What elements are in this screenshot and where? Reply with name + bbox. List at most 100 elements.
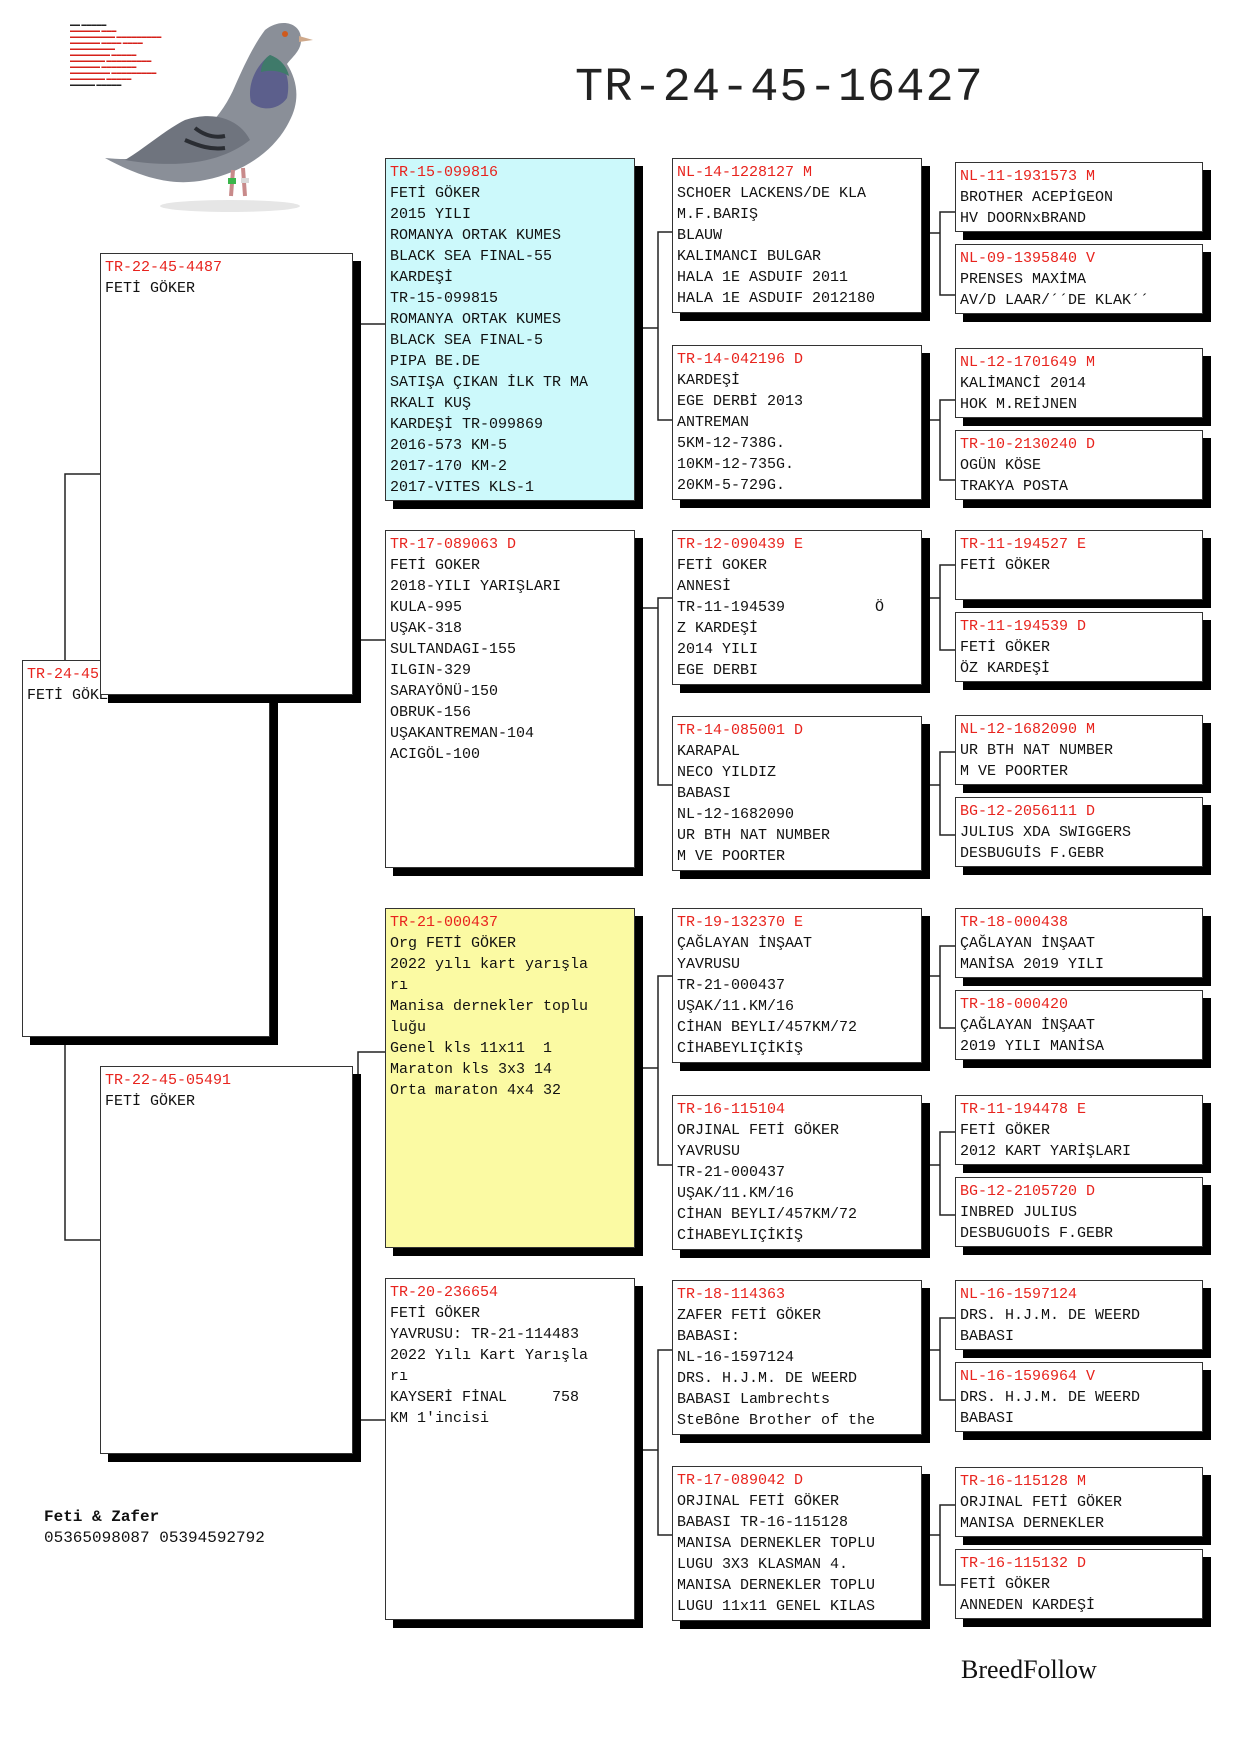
card-line: ORJINAL FETİ GÖKER — [960, 1494, 1123, 1511]
card-sire-sire[interactable]: TR-15-099816 FETİ GÖKER 2015 YILI ROMANY… — [385, 158, 635, 501]
card-line: FETİ GÖKER — [105, 280, 196, 297]
pigeon-photo — [65, 10, 315, 220]
card-line: ZAFER FETİ GÖKER — [677, 1307, 822, 1324]
card-line: PIPA BE.DE — [390, 353, 481, 370]
card-line: M.F.BARIŞ — [677, 206, 759, 223]
card-line: CİHAN BEYLI/457KM/72 — [677, 1206, 858, 1223]
card-dam-sire[interactable]: TR-21-000437 Org FETİ GÖKER 2022 yılı ka… — [385, 908, 635, 1248]
card-gen4-7[interactable]: NL-12-1682090 M UR BTH NAT NUMBER M VE P… — [955, 715, 1203, 785]
card-line: MANISA DERNEKLER — [960, 1515, 1105, 1532]
card-line: BROTHER ACEPİGEON — [960, 189, 1114, 206]
card-line: DRS. H.J.M. DE WEERD — [960, 1307, 1141, 1324]
card-line: KARDEŞİ — [677, 372, 741, 389]
card-line: UŞAK/11.KM/16 — [677, 998, 795, 1015]
card-line: CİHABEYLIÇİKİŞ — [677, 1040, 804, 1057]
card-line: YAVRUSU: TR-21-114483 — [390, 1326, 580, 1343]
ring-number: TR-18-114363 — [677, 1286, 786, 1303]
card-sire-dam[interactable]: TR-17-089063 D FETİ GOKER 2018-YILI YARI… — [385, 530, 635, 868]
ring-number: TR-11-194478 E — [960, 1101, 1087, 1118]
card-gen4-16[interactable]: TR-16-115132 D FETİ GÖKER ANNEDEN KARDEŞ… — [955, 1549, 1203, 1619]
ring-number: TR-17-089063 D — [390, 536, 517, 553]
card-gen4-2[interactable]: NL-09-1395840 V PRENSES MAXİMA AV/D LAAR… — [955, 244, 1203, 314]
card-line: BABASI: — [677, 1328, 741, 1345]
card-line: Org FETİ GÖKER — [390, 935, 517, 952]
ring-number: TR-11-194527 E — [960, 536, 1087, 553]
card-gen4-14[interactable]: NL-16-1596964 V DRS. H.J.M. DE WEERD BAB… — [955, 1362, 1203, 1432]
card-line: UR BTH NAT NUMBER — [677, 827, 831, 844]
card-line: NECO YILDIZ — [677, 764, 777, 781]
card-gen4-12[interactable]: BG-12-2105720 D INBRED JULIUS DESBUGUOİS… — [955, 1177, 1203, 1247]
ring-number: TR-17-089042 D — [677, 1472, 804, 1489]
card-gen4-11[interactable]: TR-11-194478 E FETİ GÖKER 2012 KART YARİ… — [955, 1095, 1203, 1165]
card-line: 2018-YILI YARIŞLARI — [390, 578, 562, 595]
card-line: FETİ GÖKER — [960, 557, 1051, 574]
card-gen4-3[interactable]: NL-12-1701649 M KALİMANCİ 2014 HOK M.REİ… — [955, 348, 1203, 418]
card-line: MANISA DERNEKLER TOPLU — [677, 1535, 876, 1552]
card-line: 2017-VITES KLS-1 — [390, 479, 535, 496]
card-line: EGE DERBİ 2013 — [677, 393, 804, 410]
ring-number: BG-12-2105720 D — [960, 1183, 1096, 1200]
card-line: SARAYÖNÜ-150 — [390, 683, 499, 700]
card-gen3-dss[interactable]: TR-19-132370 E ÇAĞLAYAN İNŞAAT YAVRUSU T… — [672, 908, 922, 1063]
card-line: TRAKYA POSTA — [960, 478, 1069, 495]
card-line: BABASI Lambrechts — [677, 1391, 831, 1408]
card-line: 2015 YILI — [390, 206, 472, 223]
owner-phones: 05365098087 05394592792 — [44, 1529, 265, 1547]
card-gen4-6[interactable]: TR-11-194539 D FETİ GÖKER ÖZ KARDEŞİ — [955, 612, 1203, 682]
card-gen3-ssd[interactable]: TR-14-042196 D KARDEŞİ EGE DERBİ 2013 AN… — [672, 345, 922, 500]
ring-number: TR-15-099816 — [390, 164, 499, 181]
card-subject[interactable]: TR-24-45-16427 FETİ GÖKER — [22, 660, 270, 1037]
ring-number: NL-16-1597124 — [960, 1286, 1078, 1303]
card-line: 2012 KART YARİŞLARI — [960, 1143, 1132, 1160]
ring-number: TR-12-090439 E — [677, 536, 804, 553]
card-gen4-5[interactable]: TR-11-194527 E FETİ GÖKER — [955, 530, 1203, 600]
card-gen4-9[interactable]: TR-18-000438 ÇAĞLAYAN İNŞAAT MANİSA 2019… — [955, 908, 1203, 978]
card-line: OGÜN KÖSE — [960, 457, 1042, 474]
ring-number: TR-21-000437 — [390, 914, 499, 931]
card-line: YAVRUSU — [677, 956, 741, 973]
card-line: BLACK SEA FINAL-55 — [390, 248, 553, 265]
card-line: LUGU 3X3 KLASMAN 4. — [677, 1556, 849, 1573]
card-gen3-sds[interactable]: TR-12-090439 E FETİ GOKER ANNESİ TR-11-1… — [672, 530, 922, 685]
card-sire[interactable]: TR-22-45-4487 FETİ GÖKER — [100, 253, 353, 695]
ring-number: TR-20-236654 — [390, 1284, 499, 1301]
card-line: MANİSA 2019 YILI — [960, 956, 1105, 973]
card-line: FETİ GÖKER — [27, 687, 118, 704]
card-line: CİHABEYLIÇİKİŞ — [677, 1227, 804, 1244]
card-gen4-10[interactable]: TR-18-000420 ÇAĞLAYAN İNŞAAT 2019 YILI M… — [955, 990, 1203, 1060]
card-line: SATIŞA ÇIKAN İLK TR MA — [390, 374, 589, 391]
card-gen3-sdd[interactable]: TR-14-085001 D KARAPAL NECO YILDIZ BABAS… — [672, 716, 922, 871]
card-line: 5KM-12-738G. — [677, 435, 786, 452]
card-line: UR BTH NAT NUMBER — [960, 742, 1114, 759]
card-line: 2019 YILI MANİSA — [960, 1038, 1105, 1055]
brand-logo: BreedFollow — [961, 1655, 1097, 1684]
pigeon-notes: ▬▬ ▬▬▬▬▬ ▬▬▬▬▬▬ ▬▬▬ ▬▬▬▬▬▬▬▬▬ ▬▬▬▬▬▬▬▬▬ … — [70, 22, 162, 88]
ring-number: TR-18-000438 — [960, 914, 1069, 931]
card-dam-dam[interactable]: TR-20-236654 FETİ GÖKER YAVRUSU: TR-21-1… — [385, 1278, 635, 1620]
card-line: EGE DERBI — [677, 662, 759, 679]
ring-number: NL-11-1931573 M — [960, 168, 1096, 185]
card-gen3-dds[interactable]: TR-18-114363 ZAFER FETİ GÖKER BABASI: NL… — [672, 1280, 922, 1435]
card-line: YAVRUSU — [677, 1143, 741, 1160]
card-gen4-4[interactable]: TR-10-2130240 D OGÜN KÖSE TRAKYA POSTA — [955, 430, 1203, 500]
card-gen3-dsd[interactable]: TR-16-115104 ORJINAL FETİ GÖKER YAVRUSU … — [672, 1095, 922, 1250]
card-gen4-15[interactable]: TR-16-115128 M ORJINAL FETİ GÖKER MANISA… — [955, 1467, 1203, 1537]
card-line: HV DOORNxBRAND — [960, 210, 1087, 227]
card-gen4-13[interactable]: NL-16-1597124 DRS. H.J.M. DE WEERD BABAS… — [955, 1280, 1203, 1350]
ring-number: TR-22-45-05491 — [105, 1072, 232, 1089]
card-gen3-sss[interactable]: NL-14-1228127 M SCHOER LACKENS/DE KLA M.… — [672, 158, 922, 313]
card-line: TR-21-000437 — [677, 1164, 786, 1181]
card-line: Orta maraton 4x4 32 — [390, 1082, 562, 1099]
card-gen3-ddd[interactable]: TR-17-089042 D ORJINAL FETİ GÖKER BABASI… — [672, 1466, 922, 1621]
card-line: ÇAĞLAYAN İNŞAAT — [960, 1017, 1096, 1034]
card-dam[interactable]: TR-22-45-05491 FETİ GÖKER — [100, 1066, 353, 1454]
card-gen4-1[interactable]: NL-11-1931573 M BROTHER ACEPİGEON HV DOO… — [955, 162, 1203, 232]
card-line: BABASI — [960, 1410, 1015, 1427]
card-line: rı — [390, 977, 409, 994]
card-line: 2022 Yılı Kart Yarışla — [390, 1347, 589, 1364]
card-line: ROMANYA ORTAK KUMES — [390, 311, 562, 328]
card-line: 2017-170 KM-2 — [390, 458, 508, 475]
card-line: ÖZ KARDEŞİ — [960, 660, 1051, 677]
card-gen4-8[interactable]: BG-12-2056111 D JULIUS XDA SWIGGERS DESB… — [955, 797, 1203, 867]
